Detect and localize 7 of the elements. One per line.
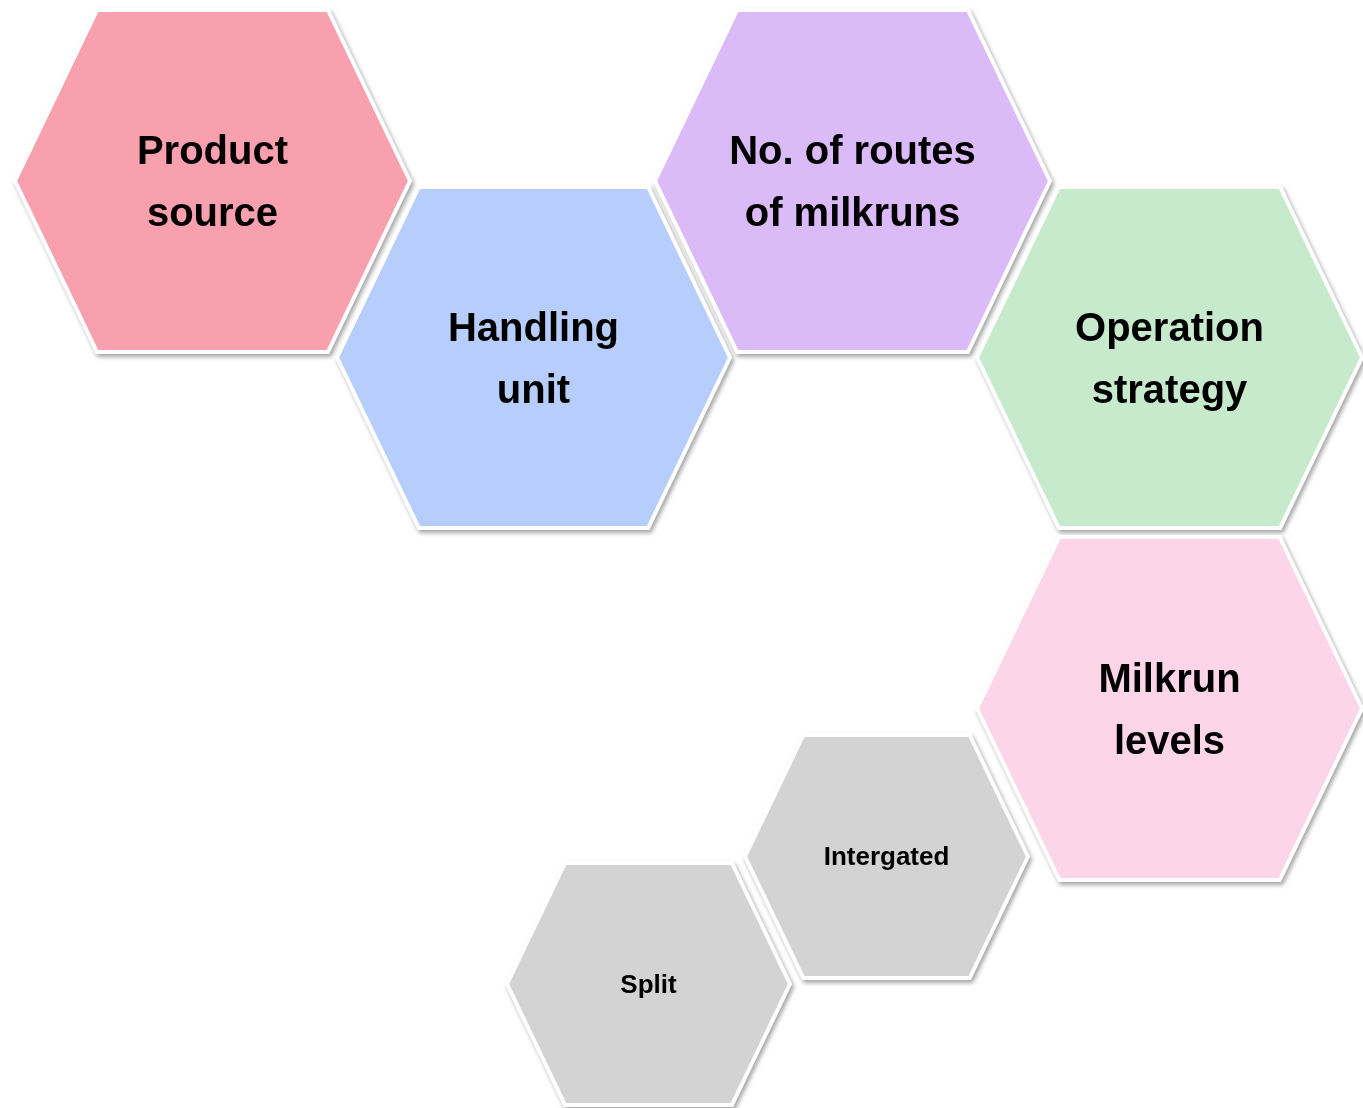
hexagon-label: No. of routes of milkruns — [728, 127, 977, 236]
hexagon-label: Split — [620, 967, 677, 1001]
hexagon-label: Operation strategy — [1074, 303, 1265, 413]
hexagon-label: Product source — [135, 127, 290, 236]
hexagon-label: Milkrun levels — [1097, 654, 1242, 764]
hexagon-label: Intergated — [823, 840, 950, 874]
hexagon-label: Handling unit — [446, 303, 621, 413]
